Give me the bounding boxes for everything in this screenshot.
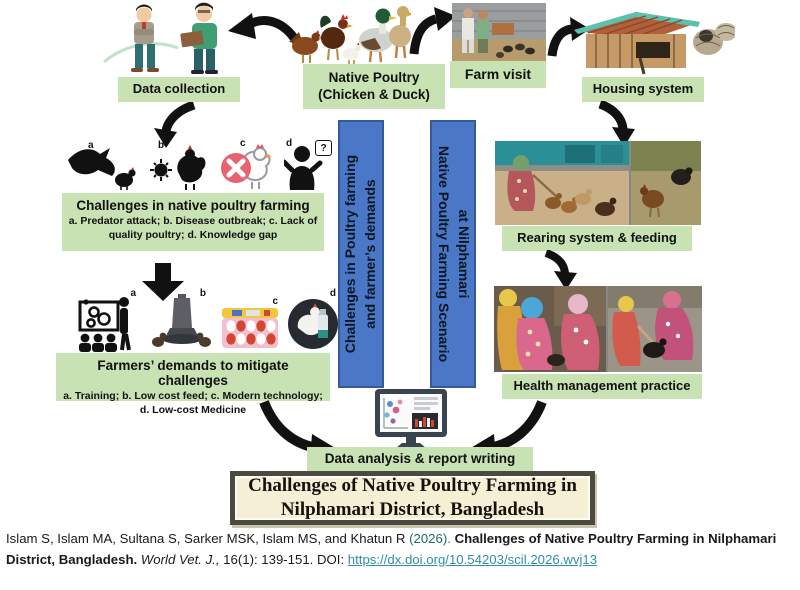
health-label: Health management practice <box>502 374 702 399</box>
low-cost-feed-icon: b <box>150 288 212 352</box>
data-analysis-monitor-icon <box>375 389 447 448</box>
demands-items-line1: a. Training; b. Low cost feed; c. Modern… <box>63 390 323 402</box>
farm-visit-photo <box>452 3 546 61</box>
farm-visit-text: Farm visit <box>464 65 532 82</box>
banner-left-line2: and farmer’s demands <box>362 179 378 329</box>
icon-letter-b2: b <box>199 288 206 299</box>
demands-icons-row: a b <box>76 288 338 352</box>
rearing-photo-left <box>495 141 629 225</box>
arrow-to-health-icon <box>544 250 577 290</box>
rearing-text: Rearing system & feeding <box>517 230 677 246</box>
health-photos <box>494 286 702 372</box>
icon-letter-d: d <box>286 138 293 149</box>
native-poultry-line2: (Chicken & Duck) <box>318 86 430 102</box>
citation: Islam S, Islam MA, Sultana S, Sarker MSK… <box>6 528 796 570</box>
citation-year: (2026). <box>409 531 455 546</box>
predator-attack-icon: a <box>66 140 140 190</box>
question-mark-text: ? <box>320 142 327 154</box>
challenges-items-line2: quality poultry; d. Knowledge gap <box>108 228 278 241</box>
demands-items-line2: d. Low-cost Medicine <box>139 403 247 416</box>
data-collectors-illustration <box>103 2 218 74</box>
citation-journal: World Vet. J., <box>140 552 224 568</box>
demands-title: Farmers’ demands to mitigate challenges <box>97 358 289 388</box>
lack-of-quality-poultry-icon: c <box>218 138 274 190</box>
arrow-to-demands-icon <box>142 263 184 301</box>
rearing-photos <box>495 141 701 225</box>
icon-letter-a: a <box>88 140 94 151</box>
challenges-items-line1: a. Predator attack; b. Disease outbreak;… <box>68 215 318 227</box>
challenges-icons-row: a b <box>66 138 332 190</box>
native-poultry-line1: Native Poultry <box>328 69 420 85</box>
analysis-label: Data analysis & report writing <box>307 447 533 471</box>
housing-system-text: Housing system <box>592 81 694 97</box>
banner-farming-scenario: at Nilphamari Native Poultry Farming Sce… <box>430 120 476 388</box>
citation-title: Challenges of Native Poultry Farming in … <box>6 531 777 568</box>
housing-image <box>574 12 735 75</box>
rearing-label: Rearing system & feeding <box>502 226 692 251</box>
icon-letter-c2: c <box>272 296 278 307</box>
citation-authors: Islam S, Islam MA, Sultana S, Sarker MSK… <box>6 531 410 546</box>
arrow-to-farm-visit-icon <box>409 7 456 55</box>
challenges-box: Challenges in native poultry farming a. … <box>62 193 324 251</box>
demands-box: Farmers’ demands to mitigate challenges … <box>56 353 330 416</box>
doi-link[interactable]: https://dx.doi.org/10.54203/scil.2026.wv… <box>347 552 598 568</box>
data-collection-text: Data collection <box>132 81 226 97</box>
banner-right-line2: at Nilphamari <box>455 209 472 299</box>
analysis-text: Data analysis & report writing <box>324 450 516 466</box>
challenges-title: Challenges in native poultry farming <box>76 198 310 213</box>
arrow-to-rearing-icon <box>598 101 635 147</box>
question-mark-bubble: ? <box>315 140 332 156</box>
final-title-line2: Nilphamari District, Bangladesh <box>280 499 545 520</box>
icon-letter-c: c <box>240 138 246 149</box>
icon-letter-b: b <box>158 140 165 151</box>
low-cost-medicine-icon: d <box>288 288 338 352</box>
health-text: Health management practice <box>513 378 691 394</box>
health-photo-right <box>608 286 702 372</box>
native-poultry-label: Native Poultry (Chicken & Duck) <box>303 64 445 109</box>
icon-letter-d2: d <box>329 288 336 299</box>
housing-system-label: Housing system <box>582 77 704 102</box>
training-icon: a <box>76 288 142 352</box>
modern-technology-icon: c <box>220 296 280 352</box>
icon-letter-a2: a <box>130 288 136 299</box>
final-title-box: Challenges of Native Poultry Farming in … <box>230 471 595 525</box>
final-title-line1: Challenges of Native Poultry Farming in <box>248 475 577 497</box>
banner-left-line1: Challenges in Poultry farming <box>342 154 359 354</box>
farm-visit-label: Farm visit <box>450 61 546 88</box>
banner-challenges-demands: Challenges in Poultry farming and farmer… <box>338 120 384 388</box>
rearing-photo-right <box>631 141 701 225</box>
native-poultry-image <box>289 6 411 65</box>
arrow-to-challenges-icon <box>154 102 196 148</box>
disease-outbreak-icon: b <box>150 140 208 190</box>
health-photo-left <box>494 286 606 372</box>
data-collection-label: Data collection <box>118 77 240 102</box>
citation-pages: 16(1): 139-151. DOI: <box>223 552 348 568</box>
knowledge-gap-icon: d ? <box>284 138 332 190</box>
banner-right-line1: Native Poultry Farming Scenario <box>436 145 452 363</box>
